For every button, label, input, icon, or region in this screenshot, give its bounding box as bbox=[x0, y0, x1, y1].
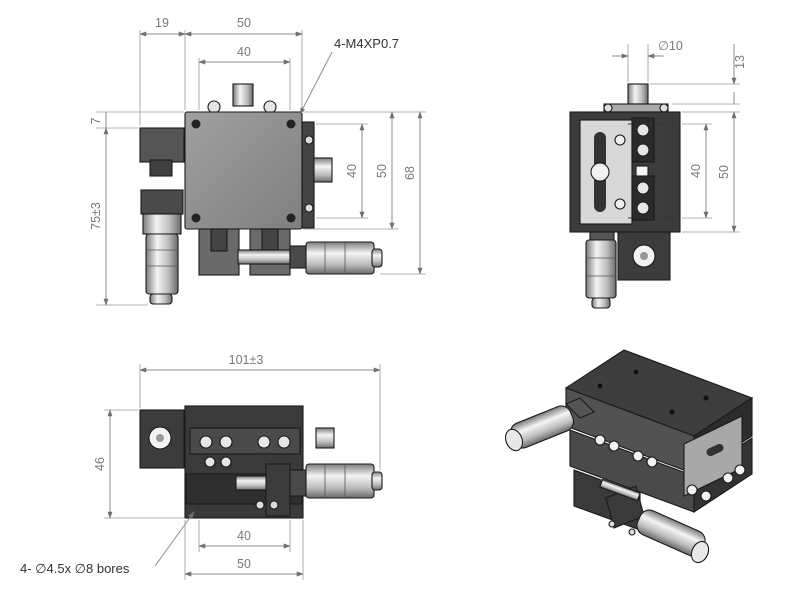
dim-front-left-7: 7 bbox=[89, 117, 103, 124]
iso-screws bbox=[594, 434, 746, 502]
dim-front-mid-40: 40 bbox=[237, 45, 251, 59]
thread-note: 4-M4XP0.7 bbox=[334, 36, 399, 51]
side-screws bbox=[636, 123, 650, 215]
front-top-screws bbox=[207, 100, 277, 114]
iso-micrometer-left bbox=[504, 397, 595, 452]
bore-note: 4- ∅4.5x ∅8 bores bbox=[20, 561, 130, 576]
iso-plate-holes bbox=[597, 369, 709, 415]
front-dimensions bbox=[96, 30, 426, 306]
dim-front-left-75: 75±3 bbox=[89, 202, 103, 230]
dim-front-right-50: 50 bbox=[375, 164, 389, 178]
dim-offset-19: 19 bbox=[155, 16, 169, 30]
dim-front-top-50: 50 bbox=[237, 16, 251, 30]
dim-side-top-13: 13 bbox=[733, 55, 747, 69]
side-view: ∅10 13 40 50 bbox=[569, 39, 747, 309]
bottom-dimensions bbox=[104, 364, 381, 580]
dim-side-right-50: 50 bbox=[717, 165, 731, 179]
front-view: 19 50 40 7 75±3 40 50 68 4-M4XP0.7 bbox=[89, 16, 426, 306]
front-plate-holes bbox=[191, 119, 296, 223]
isometric-view bbox=[504, 349, 754, 564]
dim-side-right-40: 40 bbox=[689, 164, 703, 178]
dim-bottom-height-46: 46 bbox=[93, 457, 107, 471]
bottom-view: 101±3 46 40 50 4- ∅4.5x ∅8 bores bbox=[20, 353, 383, 580]
dim-bottom-outer-50: 50 bbox=[237, 557, 251, 571]
dim-side-diameter-10: ∅10 bbox=[658, 39, 683, 53]
dim-front-right-68: 68 bbox=[403, 166, 417, 180]
side-dimensions bbox=[612, 44, 740, 233]
dim-bottom-inner-40: 40 bbox=[237, 529, 251, 543]
dim-overall-101: 101±3 bbox=[229, 353, 264, 367]
bottom-screws bbox=[199, 435, 291, 468]
dim-front-right-40: 40 bbox=[345, 164, 359, 178]
